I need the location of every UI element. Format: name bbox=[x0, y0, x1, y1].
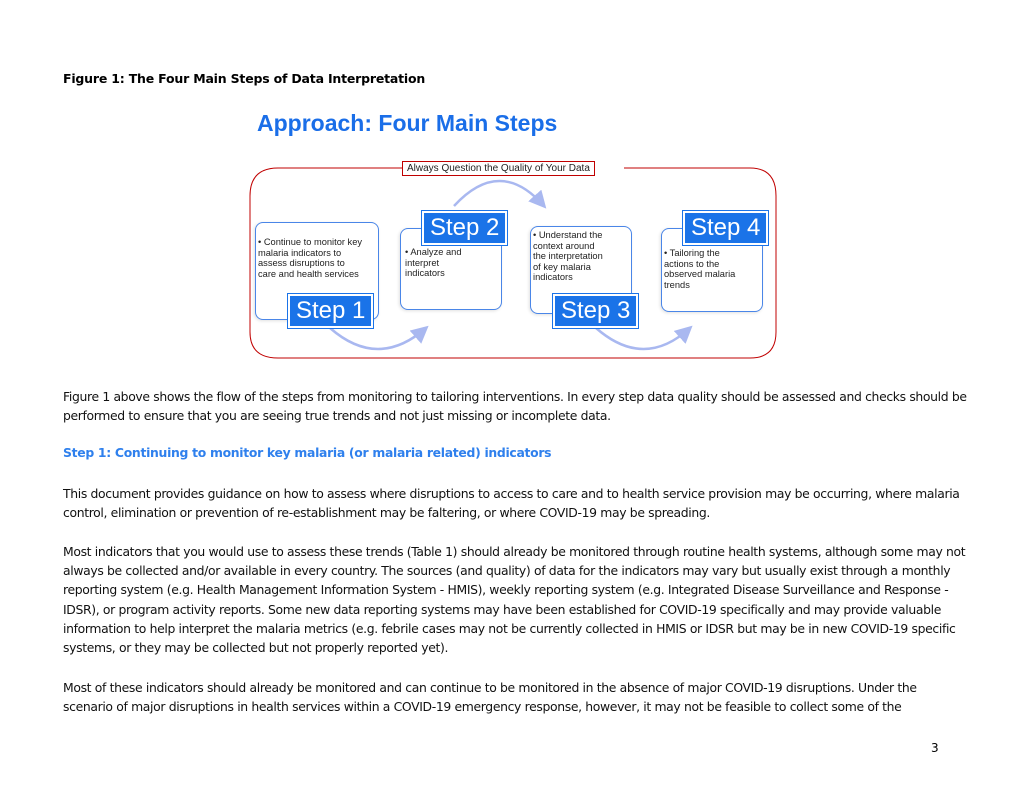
step2-badge: Step 2 bbox=[422, 211, 508, 245]
diagram-title: Approach: Four Main Steps bbox=[257, 110, 558, 136]
paragraph-monitoring: Most of these indicators should already … bbox=[63, 680, 917, 715]
step3-text: • Understand the context around the inte… bbox=[533, 230, 603, 283]
page-number: 3 bbox=[931, 741, 939, 755]
arrow-step1-to-step2 bbox=[329, 325, 429, 351]
step1-badge: Step 1 bbox=[288, 294, 374, 328]
quality-frame bbox=[249, 167, 777, 359]
paragraph-indicators: Most indicators that you would use to as… bbox=[63, 544, 966, 656]
step4-text: • Tailoring the actions to the observed … bbox=[664, 248, 736, 290]
arrow-step3-to-step4 bbox=[595, 325, 693, 351]
step3-badge: Step 3 bbox=[553, 294, 639, 328]
paragraph-guidance: This document provides guidance on how t… bbox=[63, 486, 960, 521]
step2-text: • Analyze and interpret indicators bbox=[405, 247, 462, 279]
figure-caption: Figure 1: The Four Main Steps of Data In… bbox=[63, 71, 426, 86]
step4-badge: Step 4 bbox=[683, 211, 769, 245]
four-steps-diagram: Approach: Four Main Steps Always Questio… bbox=[248, 106, 780, 364]
step1-text: • Continue to monitor key malaria indica… bbox=[258, 237, 363, 279]
paragraph-figure-summary: Figure 1 above shows the flow of the ste… bbox=[63, 389, 967, 424]
diagram-graphics bbox=[249, 167, 777, 359]
arrow-step2-to-step3 bbox=[453, 179, 547, 209]
quality-label: Always Question the Quality of Your Data bbox=[402, 161, 595, 176]
section-heading-step1: Step 1: Continuing to monitor key malari… bbox=[63, 445, 552, 460]
